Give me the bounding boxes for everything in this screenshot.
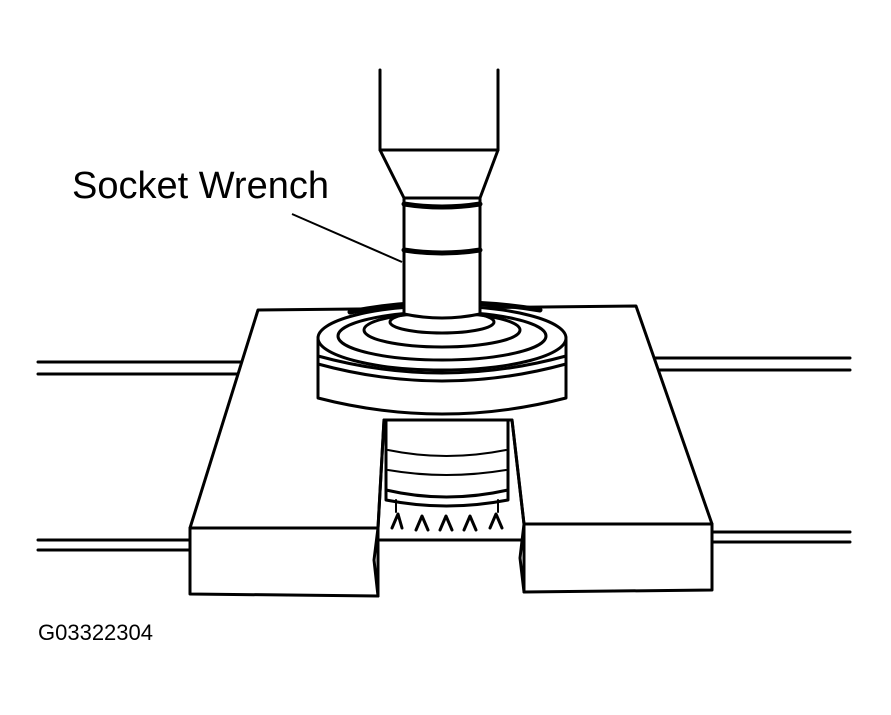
bearing xyxy=(316,300,568,416)
bench-rail-upper xyxy=(36,356,852,376)
socket-wrench xyxy=(378,68,500,320)
gear-teeth xyxy=(390,512,504,532)
bench-rail-lower xyxy=(36,530,852,552)
callout-label: Socket Wrench xyxy=(72,165,329,207)
callout-leader-line xyxy=(291,213,403,263)
lower-shaft xyxy=(384,418,510,513)
figure-id: G03322304 xyxy=(38,620,153,645)
